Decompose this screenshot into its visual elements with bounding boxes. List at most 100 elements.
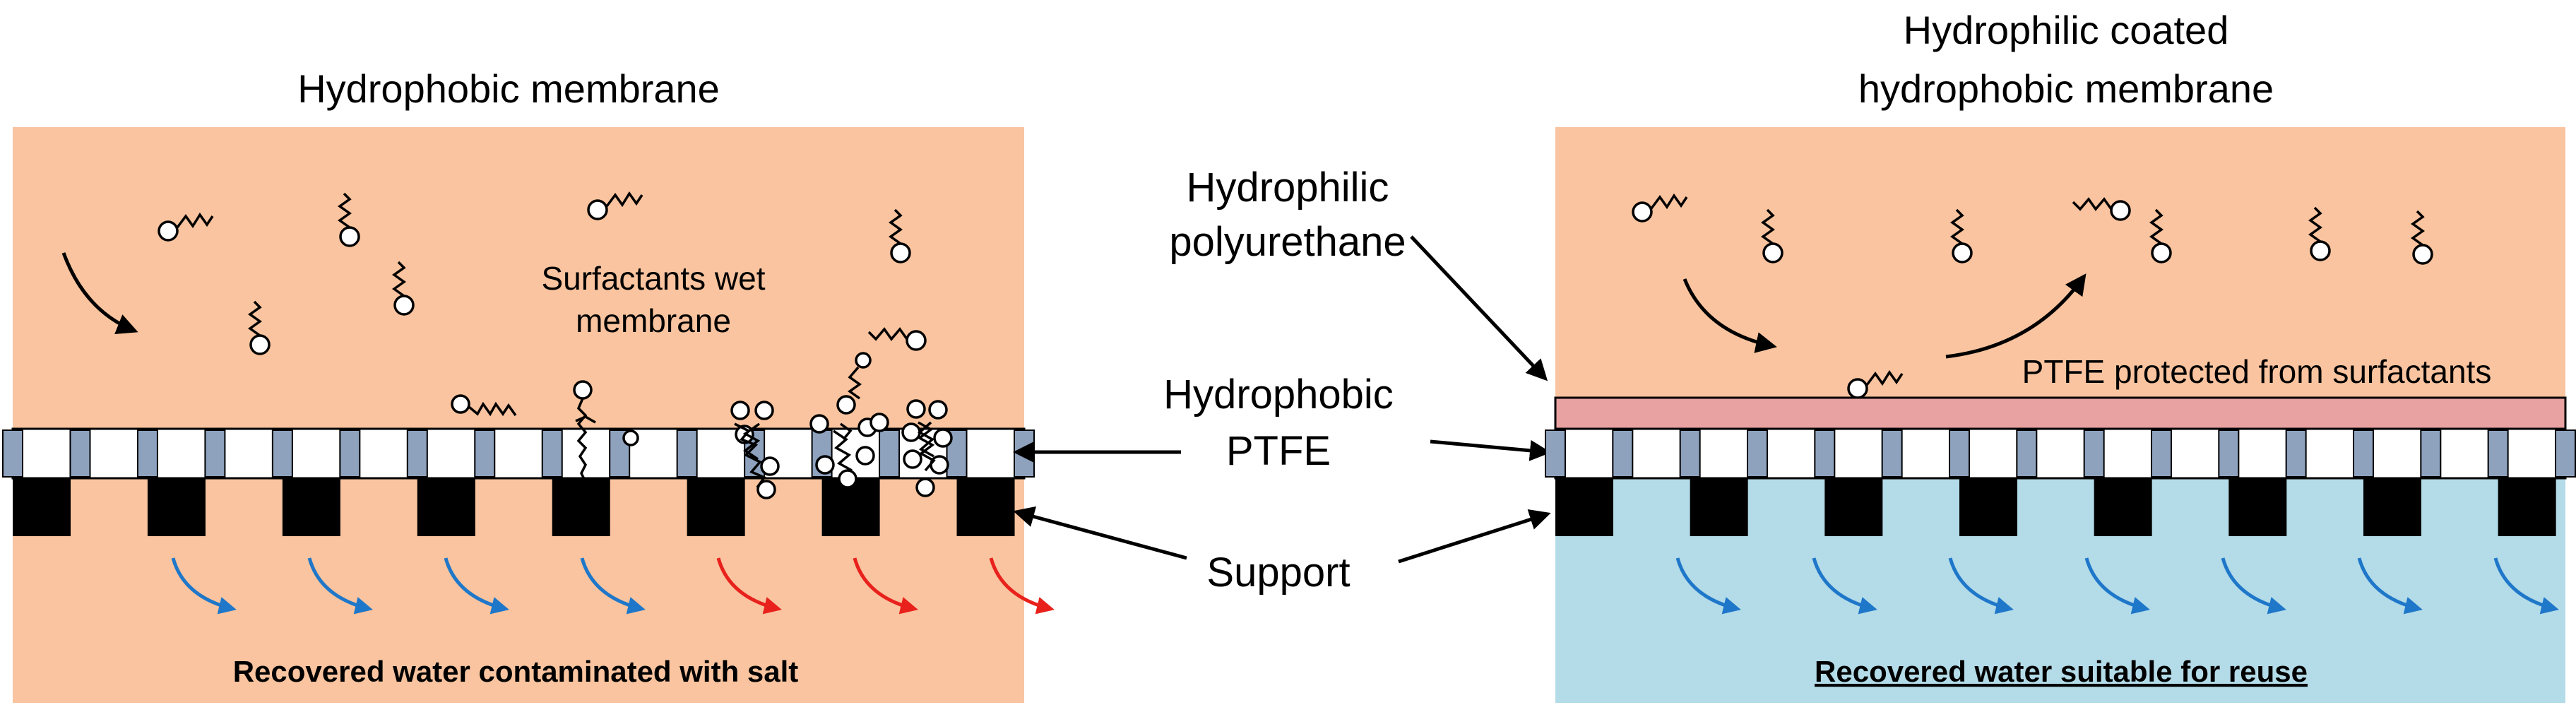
ptfe-pillar xyxy=(1747,429,1768,478)
feed-flow-arrow-out xyxy=(1945,273,2087,359)
pointer-arrow-support-right xyxy=(1398,509,1551,564)
ptfe-pillar xyxy=(541,429,563,478)
surfactant-molecule xyxy=(1632,193,1688,223)
ptfe-pillar xyxy=(879,429,901,478)
surfactant-molecule xyxy=(2308,206,2331,261)
surfactant-molecule xyxy=(337,192,360,247)
support-block xyxy=(13,478,71,536)
ptfe-pillar xyxy=(204,429,226,478)
permeate-flow-arrow xyxy=(2221,557,2286,615)
coating-annotation: PTFE protected from surfactants xyxy=(2022,353,2492,390)
surfactant-molecule xyxy=(2149,208,2172,263)
ptfe-pillar xyxy=(2016,429,2038,478)
surfactant-molecule xyxy=(1949,208,1973,263)
ptfe-pillar xyxy=(271,429,293,478)
surfactant-molecule xyxy=(158,212,214,242)
pointer-arrow-support-left xyxy=(1013,506,1187,560)
permeate-flow-arrow xyxy=(307,557,373,615)
surfactant-molecule xyxy=(587,191,643,220)
right-bottom-text: Recovered water suitable for reuse xyxy=(1815,655,2308,688)
adsorbed-surfactants xyxy=(451,380,639,482)
right-permeate-flow-arrows xyxy=(1675,557,2559,615)
permeate-flow-arrow xyxy=(444,557,509,615)
support-block xyxy=(2498,478,2556,536)
label-polyurethane: polyurethane xyxy=(1169,219,1406,265)
permeate-flow-arrow xyxy=(2493,557,2559,615)
feed-flow-arrow-in xyxy=(1682,278,1777,353)
ptfe-pillar xyxy=(2,429,23,478)
surfactant-cluster xyxy=(809,352,889,489)
surfactant-cluster xyxy=(730,401,780,499)
annotation-surfactants-wet: Surfactants wet xyxy=(541,260,765,297)
left-permeate-flow-arrows xyxy=(171,557,1055,615)
ptfe-pillar xyxy=(676,429,698,478)
permeate-flow-arrow xyxy=(1675,557,1741,615)
hydrophilic-coating xyxy=(1554,396,2567,430)
left-panel: Hydrophobic membrane xyxy=(2,66,1055,703)
surfactant-molecule xyxy=(867,327,927,351)
permeate-flow-arrow xyxy=(2084,557,2150,615)
permeate-flow-arrow xyxy=(1812,557,1877,615)
ptfe-pillar xyxy=(2353,429,2374,478)
support-block xyxy=(1959,478,2017,536)
right-feed-background xyxy=(1555,127,2565,417)
support-block xyxy=(1824,478,1883,536)
ptfe-pillar xyxy=(946,429,968,478)
ptfe-pillar xyxy=(1814,429,1836,478)
surfactant-molecule xyxy=(2072,197,2131,221)
permeate-flow-arrow xyxy=(1948,557,2014,615)
ptfe-pillar xyxy=(406,429,428,478)
ptfe-pillar xyxy=(2285,429,2307,478)
ptfe-pillar xyxy=(69,429,91,478)
support-block xyxy=(2094,478,2152,536)
ptfe-pillar xyxy=(339,429,361,478)
right-panel-title-line2: hydrophobic membrane xyxy=(1858,66,2274,111)
ptfe-layer xyxy=(1554,427,2567,480)
pointer-arrow-ptfe-right xyxy=(1430,439,1551,461)
surfactant-cluster xyxy=(901,399,953,497)
permeate-flow-arrow xyxy=(580,557,646,615)
ptfe-pillar xyxy=(2083,429,2105,478)
surfactant-molecule xyxy=(1760,208,1783,263)
ptfe-pillar xyxy=(136,429,158,478)
left-feed-background xyxy=(13,127,1024,703)
ptfe-pillar xyxy=(2487,429,2509,478)
ptfe-pillar xyxy=(2151,429,2172,478)
right-panel-title-line1: Hydrophilic coated xyxy=(1904,8,2229,52)
ptfe-pillar xyxy=(2555,429,2576,478)
permeate-flow-arrow xyxy=(2357,557,2423,615)
label-ptfe: PTFE xyxy=(1226,428,1331,474)
ptfe-pillar xyxy=(1949,429,1970,478)
surfactant-molecule xyxy=(391,261,415,316)
support-block xyxy=(552,478,610,536)
ptfe-pillar xyxy=(2420,429,2442,478)
support-block xyxy=(147,478,206,536)
pointer-arrow-coating xyxy=(1410,235,1548,381)
support-block xyxy=(687,478,745,536)
label-hydrophobic: Hydrophobic xyxy=(1163,372,1394,417)
ptfe-pillar xyxy=(1679,429,1701,478)
support-block xyxy=(2228,478,2287,536)
annotation-membrane: membrane xyxy=(576,302,731,339)
support-block xyxy=(417,478,475,536)
left-panel-title: Hydrophobic membrane xyxy=(297,66,720,111)
support-block xyxy=(2363,478,2421,536)
support-block xyxy=(1555,478,1613,536)
ptfe-pillar xyxy=(1545,429,1566,478)
ptfe-pillar xyxy=(1612,429,1634,478)
right-panel: Hydrophilic coated hydrophobic membrane xyxy=(1545,8,2576,703)
label-hydrophilic: Hydrophilic xyxy=(1187,165,1389,211)
permeate-flow-arrow xyxy=(989,557,1055,615)
center-labels: Hydrophilic polyurethane Hydrophobic PTF… xyxy=(1013,165,1551,595)
ptfe-pillar xyxy=(474,429,496,478)
surfactant-molecule xyxy=(247,300,271,355)
left-bottom-text: Recovered water contaminated with salt xyxy=(233,655,799,688)
right-membrane xyxy=(1545,396,2576,536)
label-support: Support xyxy=(1206,550,1350,595)
surfactant-molecule xyxy=(2410,210,2433,265)
permeate-flow-arrow xyxy=(171,557,237,615)
support-block xyxy=(956,478,1015,536)
support-block xyxy=(1690,478,1748,536)
ptfe-pillar xyxy=(1881,429,1903,478)
